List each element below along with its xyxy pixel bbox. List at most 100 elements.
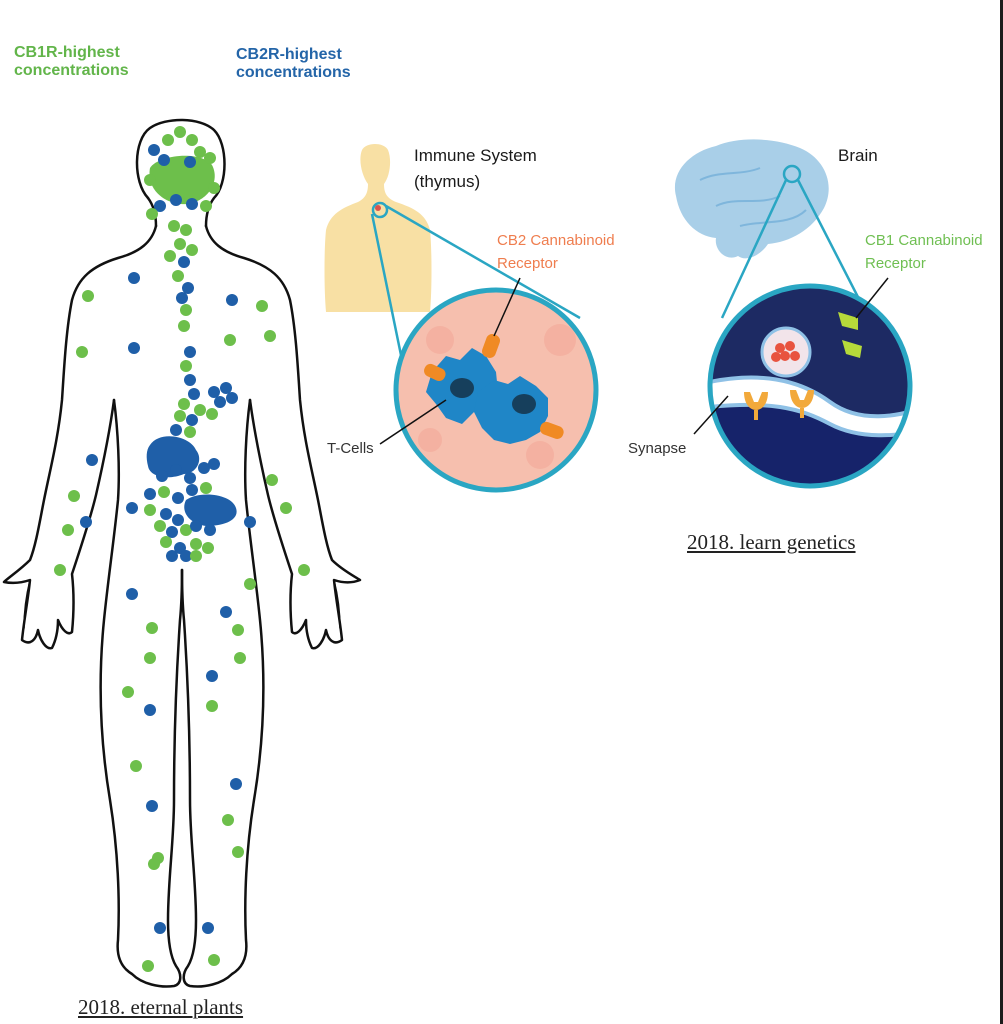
cb2-receptor-dot: [166, 550, 178, 562]
cb1-receptor-dot: [174, 126, 186, 138]
cb2-receptor-dot: [186, 198, 198, 210]
cb2-receptor-label: CB2 Cannabinoid Receptor: [497, 232, 615, 273]
brain-marker: [782, 164, 802, 184]
cb2-receptor-dot: [146, 800, 158, 812]
cb1-receptor-dot: [190, 538, 202, 550]
cb1-receptor-dot: [222, 814, 234, 826]
cb1-receptor-dot: [178, 398, 190, 410]
cb1-receptor-dot: [144, 652, 156, 664]
cb1-receptor-dot: [172, 270, 184, 282]
cb1-receptor-dot: [174, 410, 186, 422]
cb1-receptor-dot: [54, 564, 66, 576]
cb1-receptor-dot: [206, 700, 218, 712]
cb1-receptor-dot: [224, 334, 236, 346]
cb2-receptor-dot: [166, 526, 178, 538]
cb2-receptor-dot: [206, 670, 218, 682]
cb2-receptor-dot: [126, 588, 138, 600]
cb1-receptor-dot: [154, 520, 166, 532]
cb1-receptor-dot: [178, 320, 190, 332]
cb2-receptor-dot: [184, 346, 196, 358]
synapse-label: Synapse: [628, 440, 687, 457]
cb1-receptor-icon: [838, 312, 858, 330]
organ-blobs: [146, 155, 237, 526]
cb2-receptor-dot: [170, 464, 182, 476]
cb2-receptor-dot: [220, 606, 232, 618]
cb2-receptor-dot: [184, 156, 196, 168]
cb1-receptor-dot: [266, 474, 278, 486]
liver-cb2-blob: [146, 436, 200, 478]
cb1-receptor-dot: [158, 486, 170, 498]
legend-cb2: CB2R-highest concentrations: [236, 46, 351, 82]
cb1-receptor-dot: [162, 134, 174, 146]
cb2-receptor-dot: [176, 292, 188, 304]
cb2-receptor-dot: [208, 458, 220, 470]
cb1-receptor-dot: [76, 346, 88, 358]
cb2-receptor-dot: [158, 154, 170, 166]
brain-title: Brain: [838, 146, 878, 165]
cb1-receptor-dot: [144, 504, 156, 516]
cb1-receptor-dot: [180, 524, 192, 536]
cb1-receptor-dot: [160, 536, 172, 548]
cb2-receptor-dot: [244, 516, 256, 528]
cb2-receptor-dot: [188, 388, 200, 400]
cb2-receptor-dot: [214, 396, 226, 408]
cb1-receptor-dot: [202, 542, 214, 554]
cb2-receptor-dot: [220, 382, 232, 394]
cb1-receptor-dot: [256, 300, 268, 312]
cb1-receptor-dot: [204, 152, 216, 164]
cb2-receptor-dot: [170, 424, 182, 436]
cb1-receptor-dot: [264, 330, 276, 342]
caption-right: 2018. learn genetics: [687, 530, 856, 554]
thymus-marker: [371, 201, 389, 219]
cb2-receptor-dot: [184, 472, 196, 484]
cb2-receptor-dot: [186, 414, 198, 426]
cb1-receptor-dot: [232, 624, 244, 636]
cb1-receptor-dot: [82, 290, 94, 302]
cb2-receptor-dot: [154, 922, 166, 934]
cb1-receptor-dot: [298, 564, 310, 576]
cb1-receptor-dot: [122, 686, 134, 698]
cb2-receptor-dot: [144, 488, 156, 500]
cb2-receptor-dot: [230, 778, 242, 790]
human-body-figure: [2, 118, 362, 988]
torso-silhouette-icon: [324, 144, 432, 312]
cb1-receptor-dot: [234, 652, 246, 664]
cb2-receptor-dot: [178, 256, 190, 268]
cb1-receptor-label: CB1 Cannabinoid Receptor: [865, 232, 983, 273]
receptor-dots: [54, 126, 310, 972]
cb2-receptor-dot: [190, 520, 202, 532]
legend-cb1: CB1R-highest concentrations: [14, 44, 129, 80]
cb2-receptor-dot: [170, 194, 182, 206]
cb1-receptor-dot: [68, 490, 80, 502]
cb1-receptor-dot: [184, 426, 196, 438]
cb2-receptor-dot: [180, 550, 192, 562]
cb1-receptor-dot: [232, 846, 244, 858]
cb2-receptor-dot: [204, 524, 216, 536]
cb1-receptor-dot: [164, 250, 176, 262]
brain-cb1-cluster: [149, 155, 215, 205]
t-cell-right: [474, 376, 548, 444]
cb2-receptor-dot: [226, 294, 238, 306]
cb2-receptor-dot: [156, 470, 168, 482]
brain-icon: [674, 139, 829, 259]
cb1-receptor-dot: [168, 220, 180, 232]
cb1-receptor-dot: [194, 146, 206, 158]
spleen-cb2-blob: [184, 494, 237, 526]
cb2-receptor-dot: [128, 342, 140, 354]
cb1-receptor-dot: [146, 208, 158, 220]
cb2-receptor-dot: [86, 454, 98, 466]
cb1-receptor-dot: [208, 182, 220, 194]
cb1-receptor-dot: [206, 408, 218, 420]
cb2-receptor-dot: [172, 514, 184, 526]
cb1-receptor-dot: [186, 134, 198, 146]
cb2-receptor-dot: [202, 922, 214, 934]
cb2-receptor-dot: [80, 516, 92, 528]
t-cells-label: T-Cells: [327, 440, 374, 457]
cb1-receptor-dot: [180, 360, 192, 372]
cb2-receptor-dot: [226, 392, 238, 404]
cb2-receptor-dot: [198, 462, 210, 474]
cb1-receptor-dot: [186, 244, 198, 256]
cb1-receptor-dot: [244, 578, 256, 590]
synapse-zoom-circle: [707, 283, 913, 489]
